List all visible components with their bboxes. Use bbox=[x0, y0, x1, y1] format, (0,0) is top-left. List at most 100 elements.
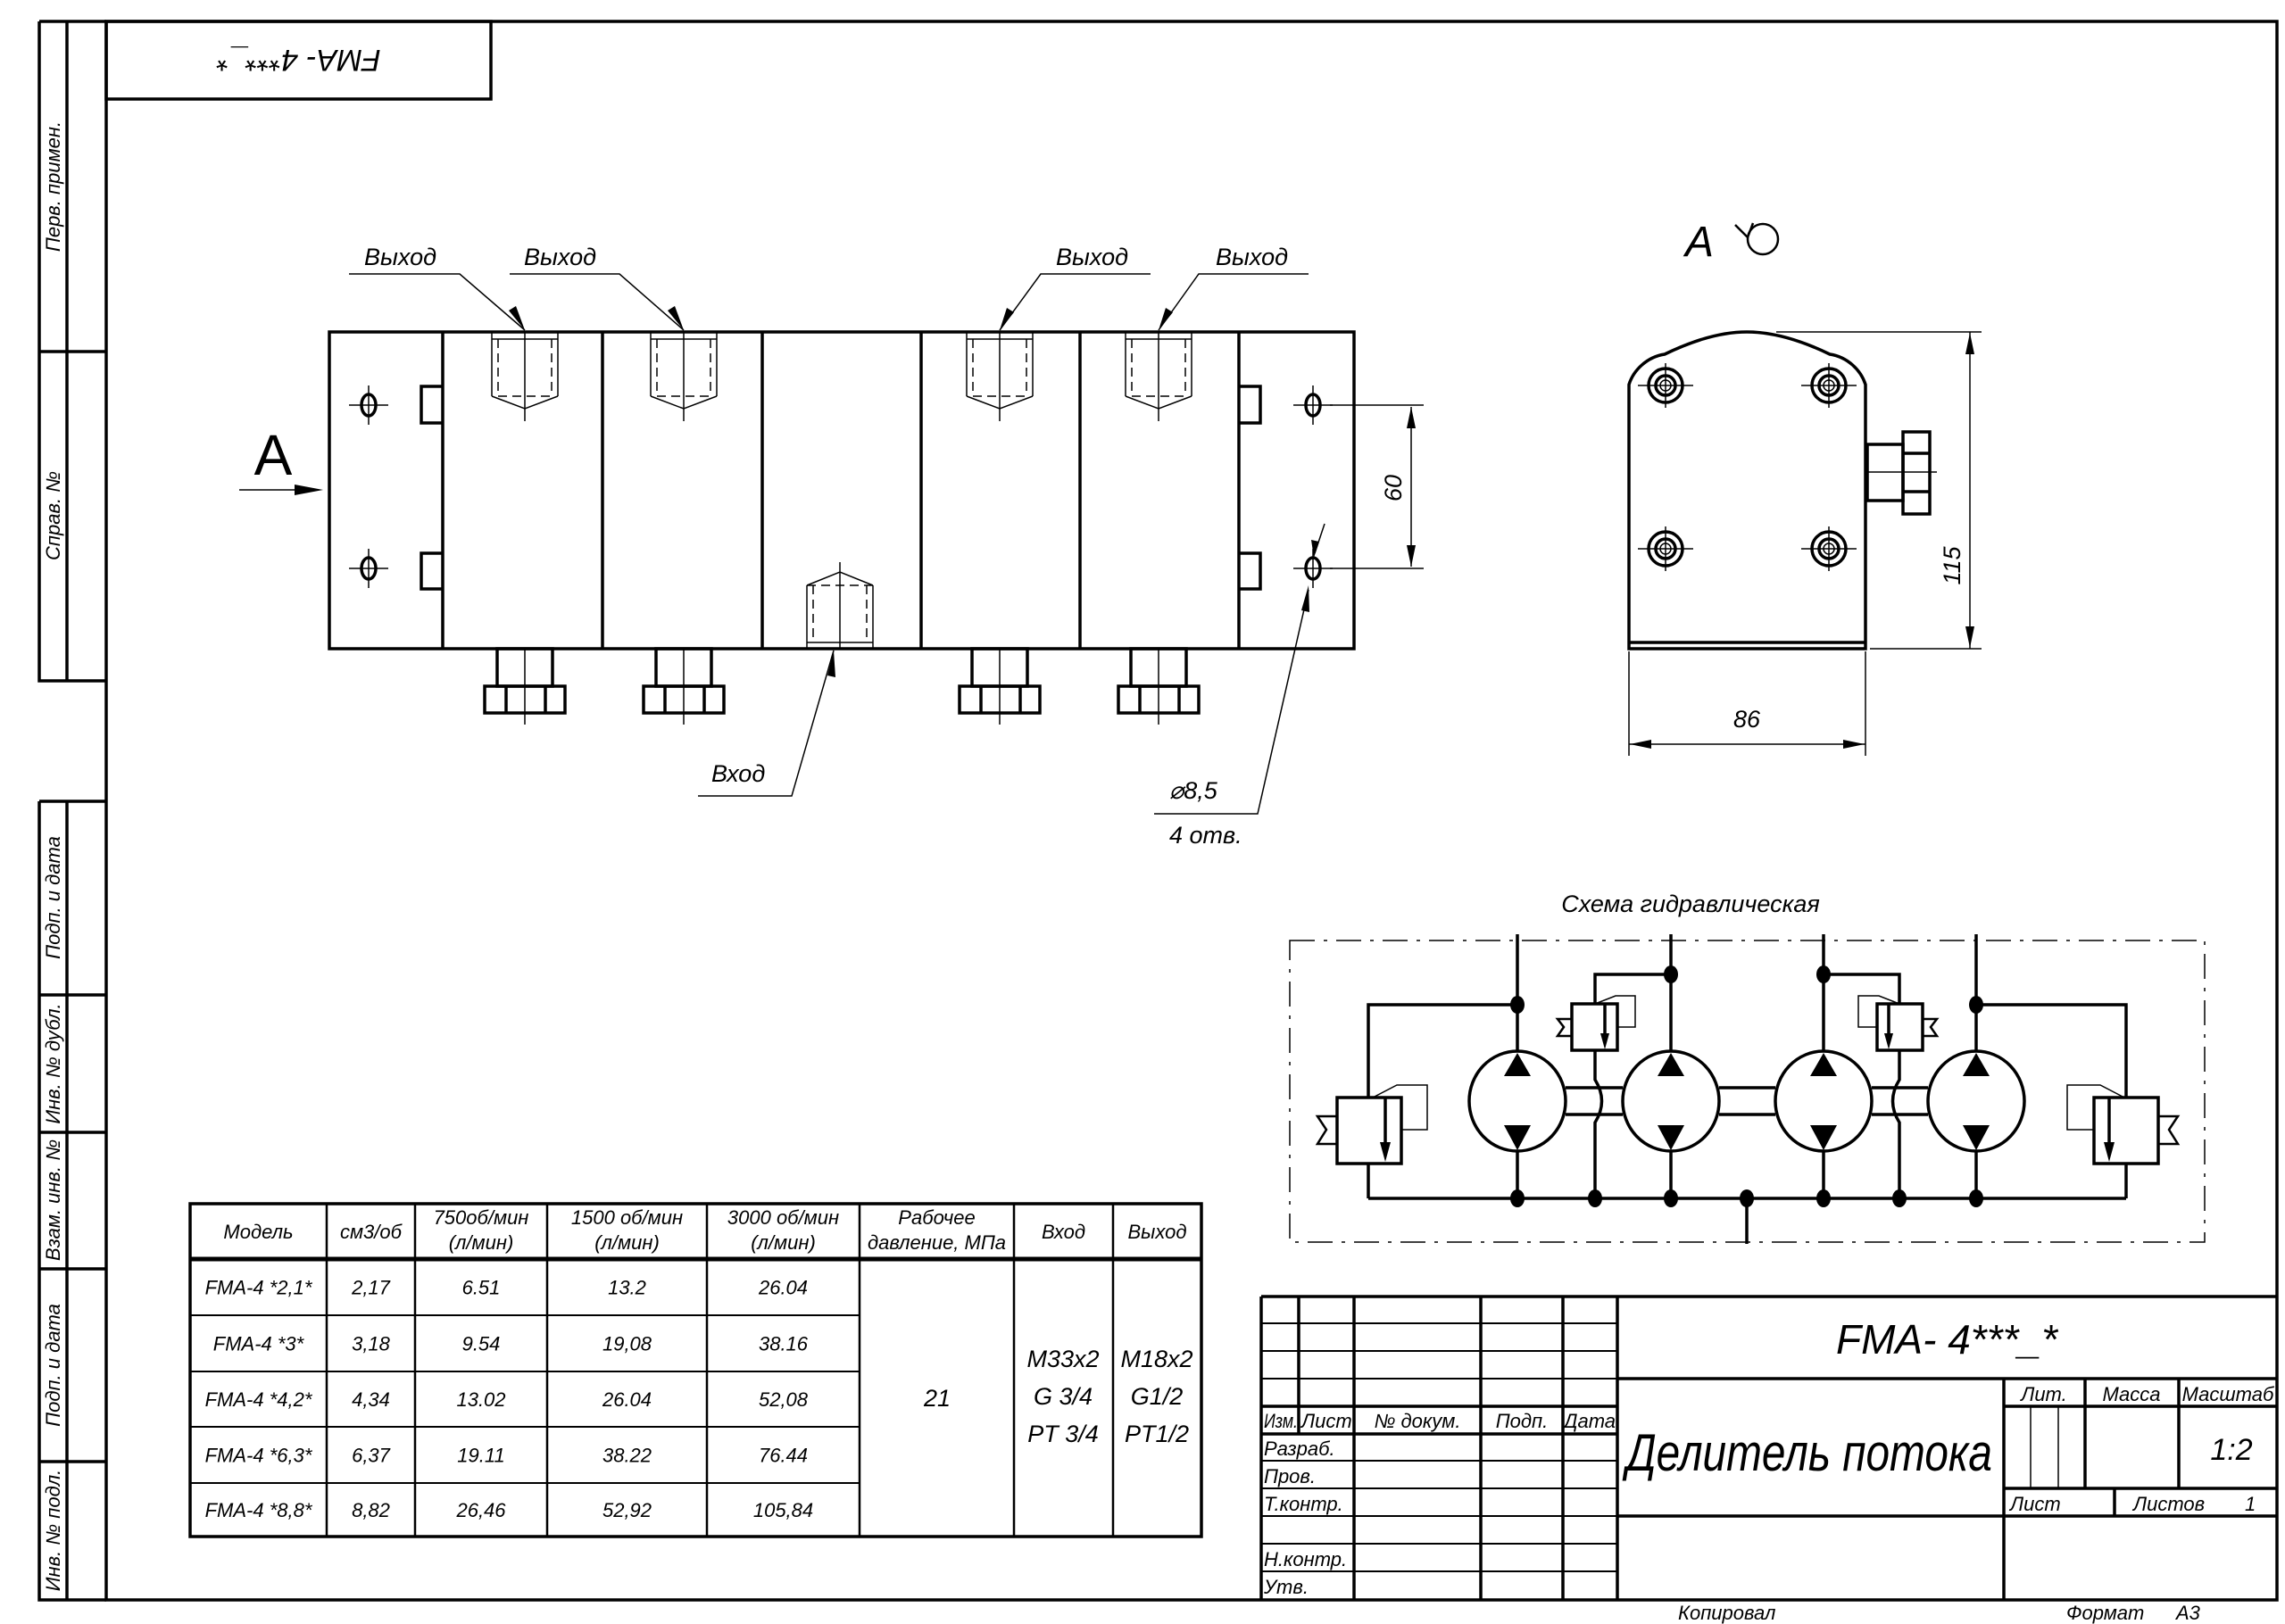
outlet-fitting bbox=[1117, 647, 1201, 726]
mount-hole bbox=[1292, 384, 1334, 427]
col-list: Лист bbox=[1300, 1410, 1352, 1432]
table-header-cell: Вход bbox=[1042, 1221, 1085, 1243]
role-norm-control: Н.контр. bbox=[1264, 1548, 1347, 1570]
relief-valve bbox=[1555, 995, 1636, 1052]
table-cell: 13.2 bbox=[608, 1277, 646, 1299]
role-developer: Разраб. bbox=[1264, 1438, 1335, 1460]
col-sign: Подп. bbox=[1496, 1410, 1549, 1432]
outlet-thread: M18x2 bbox=[1120, 1346, 1192, 1372]
table-cell: 19.11 bbox=[457, 1445, 504, 1467]
inlet-leader: Вход bbox=[698, 650, 835, 797]
table-header-cell: 3000 об/мин bbox=[727, 1206, 839, 1229]
col-izm: Изм. bbox=[1264, 1410, 1298, 1432]
role-checker: Пров. bbox=[1264, 1465, 1316, 1487]
format-value: А3 bbox=[2174, 1602, 2201, 1624]
col-date: Дата bbox=[1561, 1410, 1616, 1432]
table-cell: FMA-4 *8,8* bbox=[205, 1499, 313, 1521]
sheets-label: Листов bbox=[2131, 1493, 2205, 1515]
side-mount-hole bbox=[1799, 361, 1858, 410]
side-mount-hole bbox=[1636, 525, 1695, 573]
outlet-port bbox=[1125, 331, 1192, 422]
sheets-value: 1 bbox=[2245, 1493, 2256, 1515]
table-cell: 3,18 bbox=[352, 1333, 391, 1355]
inlet-thread: PT 3/4 bbox=[1027, 1421, 1099, 1447]
outlet-leader: Выход bbox=[1158, 244, 1309, 331]
mount-hole bbox=[347, 384, 390, 427]
dimension-115: 115 bbox=[1776, 331, 1982, 650]
top-stamp-designation: FMA- 4***_* bbox=[216, 43, 381, 77]
view-a-label: A bbox=[254, 423, 293, 487]
strip-label-sign-date-2: Подп. и дата bbox=[42, 1304, 64, 1427]
mass-label: Масса bbox=[2102, 1383, 2160, 1405]
table-cell: 26.04 bbox=[602, 1388, 652, 1411]
designation: FMA- 4***_* bbox=[1836, 1316, 2059, 1363]
outlet-fitting bbox=[642, 647, 726, 726]
sheet-frame bbox=[37, 20, 2279, 1602]
outlet-leader: Выход bbox=[999, 244, 1151, 331]
table-cell: 26,46 bbox=[455, 1499, 506, 1521]
table-cell: 105,84 bbox=[753, 1499, 813, 1521]
svg-text:Вход: Вход bbox=[711, 760, 765, 787]
table-cell: 8,82 bbox=[352, 1499, 390, 1521]
mount-hole bbox=[1292, 547, 1334, 590]
svg-text:Выход: Выход bbox=[524, 244, 596, 270]
hydraulic-lines bbox=[1367, 934, 2128, 1244]
relief-valve bbox=[2066, 1084, 2181, 1165]
outlet-port bbox=[650, 331, 718, 422]
relief-valve bbox=[1315, 1084, 1428, 1165]
dimension-86: 86 bbox=[1628, 651, 1866, 756]
table-cell: 38.22 bbox=[602, 1445, 652, 1467]
pump-motor-symbol bbox=[1621, 1049, 1721, 1153]
sheet-label: Лист bbox=[2008, 1493, 2061, 1515]
role-tech-control: Т.контр. bbox=[1264, 1493, 1343, 1515]
junction-dots bbox=[1510, 965, 1983, 1207]
rotate-view-icon bbox=[1734, 222, 1780, 256]
table-header-cell: см3/об bbox=[340, 1221, 403, 1243]
outlet-thread: PT1/2 bbox=[1125, 1421, 1189, 1447]
inlet-port bbox=[806, 562, 874, 649]
table-header-cell: Рабочее bbox=[898, 1206, 975, 1229]
outlet-fitting bbox=[958, 647, 1042, 726]
table-cell: 13.02 bbox=[456, 1388, 505, 1411]
svg-text:60: 60 bbox=[1380, 475, 1407, 501]
scale-label: Масштаб bbox=[2182, 1383, 2275, 1405]
side-mount-hole bbox=[1799, 525, 1858, 573]
table-header-cell: (л/мин) bbox=[751, 1231, 816, 1254]
pump-motor-symbol bbox=[1467, 1049, 1567, 1153]
outlet-leader: Выход bbox=[349, 244, 526, 331]
side-mount-hole bbox=[1636, 361, 1695, 410]
table-header-cell: (л/мин) bbox=[594, 1231, 660, 1254]
role-approve: Утв. bbox=[1263, 1576, 1309, 1598]
pump-motor-symbol bbox=[1774, 1049, 1874, 1153]
pump-motor-symbol bbox=[1926, 1049, 2026, 1153]
side-view: A 115 86 bbox=[1627, 219, 1982, 756]
side-fitting bbox=[1865, 430, 1937, 516]
title-block: FMA- 4***_* Делитель потока Изм. Лист № … bbox=[1259, 1295, 2277, 1624]
table-cell: 38.16 bbox=[759, 1333, 809, 1355]
svg-text:86: 86 bbox=[1733, 706, 1761, 733]
table-cell: 2,17 bbox=[351, 1277, 391, 1299]
table-cell: 9.54 bbox=[462, 1333, 501, 1355]
inlet-thread: G 3/4 bbox=[1034, 1383, 1093, 1410]
outlet-leader: Выход bbox=[510, 244, 685, 331]
product-name: Делитель потока bbox=[1622, 1424, 1992, 1482]
table-cell: 76.44 bbox=[759, 1445, 808, 1467]
table-cell: 26.04 bbox=[758, 1277, 808, 1299]
table-header-cell: Модель bbox=[223, 1221, 293, 1243]
relief-valve bbox=[1857, 995, 1940, 1052]
pressure-value: 21 bbox=[923, 1385, 951, 1412]
hole-leader: ⌀8,5 4 отв. bbox=[1154, 523, 1325, 849]
table-header-cell: Выход bbox=[1127, 1221, 1186, 1243]
table-cell: 6.51 bbox=[462, 1277, 501, 1299]
format-label: Формат bbox=[2066, 1602, 2144, 1624]
svg-text:⌀8,5: ⌀8,5 bbox=[1169, 777, 1218, 804]
table-header-cell: давление, МПа bbox=[868, 1231, 1006, 1254]
